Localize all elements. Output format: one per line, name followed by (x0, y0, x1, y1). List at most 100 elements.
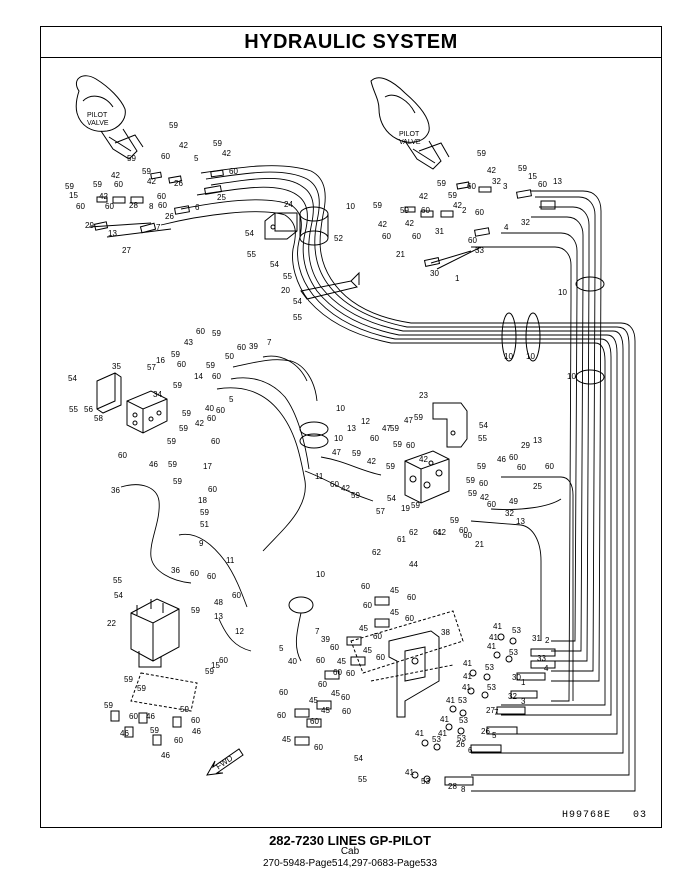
part-callout: 53 (487, 683, 496, 692)
pilot-valve-right (370, 77, 450, 170)
part-callout: 32 (508, 692, 517, 701)
bracket-23 (432, 402, 468, 448)
part-callout: 4 (544, 664, 549, 673)
fwd-label: FWD (214, 753, 234, 771)
part-callout: 42 (419, 192, 428, 201)
part-callout: 16 (156, 356, 165, 365)
part-callout: 59 (182, 409, 191, 418)
part-callout: 55 (69, 405, 78, 414)
part-callout: 8 (461, 785, 466, 794)
part-callout: 59 (448, 191, 457, 200)
part-callout: 13 (516, 517, 525, 526)
part-callout: 59 (168, 460, 177, 469)
part-callout: 10 (346, 202, 355, 211)
part-callout: 12 (235, 627, 244, 636)
part-callout: 60 (212, 372, 221, 381)
part-callout: 59 (150, 726, 159, 735)
part-callout: 53 (457, 734, 466, 743)
fwd-arrow: FWD (206, 748, 244, 776)
part-callout: 59 (173, 477, 182, 486)
part-callout: 5 (229, 395, 234, 404)
part-callout: 47 (404, 416, 413, 425)
part-callout: 45 (282, 735, 291, 744)
part-callout: 59 (386, 462, 395, 471)
part-callout: 11 (315, 472, 324, 481)
part-callout: 42 (405, 219, 414, 228)
part-callout: 60 (406, 441, 415, 450)
part-callout: 59 (124, 675, 133, 684)
part-callout: 59 (466, 476, 475, 485)
line-harness-main (160, 165, 636, 792)
caption-refs: 270-5948-Page514,297-0683-Page533 (262, 858, 438, 869)
part-callout: 60 (161, 152, 170, 161)
part-callout: 48 (214, 598, 223, 607)
part-callout: 45 (390, 608, 399, 617)
part-callout: 7 (494, 708, 499, 717)
part-callout: 54 (479, 421, 488, 430)
part-callout: 60 (314, 743, 323, 752)
part-callout: 60 (114, 180, 123, 189)
hose-lines-middle (120, 355, 574, 701)
drawing-id: H99768E (561, 810, 611, 821)
part-callout: 62 (372, 548, 381, 557)
part-callout: 59 (212, 329, 221, 338)
part-callout: 59 (167, 437, 176, 446)
part-callout: 60 (487, 500, 496, 509)
part-callout: 41 (493, 622, 502, 631)
part-callout: 58 (94, 414, 103, 423)
part-callout: 60 (118, 451, 127, 460)
part-callout: 53 (485, 663, 494, 672)
part-callout: 10 (526, 352, 535, 361)
part-callout: 13 (533, 436, 542, 445)
part-callout: 42 (341, 484, 350, 493)
part-callout: 55 (247, 250, 256, 259)
part-callout: 15 (69, 191, 78, 200)
bracket-24 (264, 212, 298, 240)
control-valve-19 (404, 450, 450, 504)
part-callout: 60 (382, 232, 391, 241)
part-callout: 60 (174, 736, 183, 745)
pilot-valve-right-label-2: VALVE (399, 139, 421, 146)
part-callout: 41 (463, 672, 472, 681)
part-callout: 59 (450, 516, 459, 525)
part-callout: 51 (200, 520, 209, 529)
pilot-valve-left-label-1: PILOT (87, 112, 108, 119)
part-callout: 13 (553, 177, 562, 186)
part-callout: 41 (405, 768, 414, 777)
part-callout: 14 (194, 372, 203, 381)
part-callout: 59 (171, 350, 180, 359)
part-callout: 60 (370, 434, 379, 443)
part-callout: 59 (200, 508, 209, 517)
part-callout: 54 (293, 297, 302, 306)
drawing-revision: 03 (632, 810, 647, 821)
part-callout: 60 (467, 182, 476, 191)
part-callout: 60 (190, 569, 199, 578)
part-callout: 10 (336, 404, 345, 413)
part-callout: 30 (430, 269, 439, 278)
fittings-right-valve (404, 181, 556, 270)
part-callout: 60 (105, 202, 114, 211)
bracket-20 (300, 271, 360, 300)
part-callout: 59 (213, 139, 222, 148)
part-callout: 41 (489, 633, 498, 642)
part-callout: 60 (545, 462, 554, 471)
part-callout: 9 (199, 539, 204, 548)
part-callout: 60 (310, 717, 319, 726)
part-callout: 41 (487, 642, 496, 651)
part-callout: 60 (463, 531, 472, 540)
part-callout: 60 (207, 414, 216, 423)
part-callout: 60 (196, 327, 205, 336)
part-callout: 33 (537, 654, 546, 663)
part-callout: 62 (409, 528, 418, 537)
part-callout: 42 (367, 457, 376, 466)
part-callout: 36 (171, 566, 180, 575)
part-callout: 59 (65, 182, 74, 191)
part-callout: 59 (179, 424, 188, 433)
part-callout: 59 (142, 167, 151, 176)
part-callout: 59 (400, 206, 409, 215)
part-callout: 42 (147, 177, 156, 186)
part-callout: 60 (316, 656, 325, 665)
line-harness-right (471, 190, 602, 702)
part-callout: 7 (156, 223, 161, 232)
